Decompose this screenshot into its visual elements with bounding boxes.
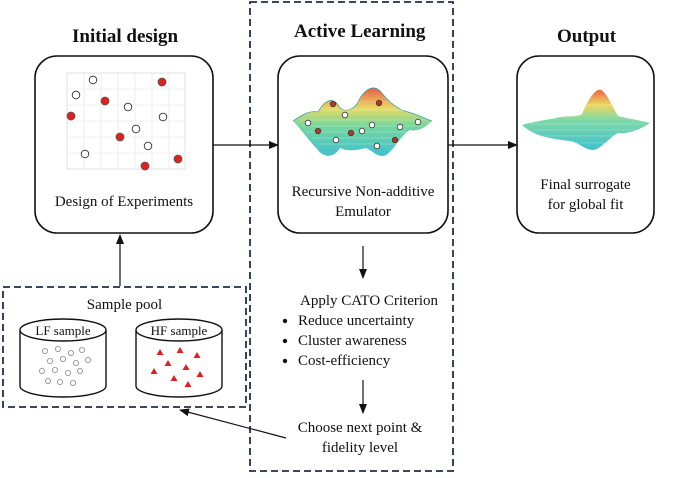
active-learning-title: Active Learning bbox=[294, 21, 426, 42]
emulator-label-line2: Emulator bbox=[335, 204, 391, 220]
initial-design-title: Initial design bbox=[72, 26, 179, 47]
criterion-title: Apply CATO Criterion bbox=[300, 293, 439, 309]
output-title: Output bbox=[557, 26, 617, 47]
hf-sample-label: HF sample bbox=[150, 323, 208, 338]
arrow-choose-to-pool bbox=[179, 408, 287, 439]
criterion-bullets bbox=[282, 318, 288, 364]
bullet-cluster-awareness: Cluster awareness bbox=[298, 333, 407, 349]
choose-next-line1: Choose next point & bbox=[297, 420, 423, 436]
sample-pool-frame bbox=[2, 286, 247, 408]
surrogate-label-line1: Final surrogate bbox=[540, 177, 631, 193]
bullet-reduce-uncertainty: Reduce uncertainty bbox=[298, 313, 415, 329]
choose-next-line2: fidelity level bbox=[321, 440, 399, 456]
emulator-surface bbox=[292, 87, 433, 157]
lf-sample-cylinder bbox=[19, 318, 107, 398]
sample-pool-title: Sample pool bbox=[86, 297, 163, 313]
surrogate-label-line2: for global fit bbox=[547, 197, 624, 213]
lf-sample-label: LF sample bbox=[35, 323, 91, 338]
design-of-experiments-label: Design of Experiments bbox=[54, 194, 194, 210]
emulator-label-line1: Recursive Non-additive bbox=[291, 184, 435, 200]
bullet-cost-efficiency: Cost-efficiency bbox=[298, 353, 391, 369]
active-learning-frame bbox=[249, 1, 454, 472]
doe-scatter-plot bbox=[66, 72, 186, 171]
hf-sample-cylinder bbox=[135, 318, 223, 398]
surrogate-surface bbox=[522, 89, 650, 150]
